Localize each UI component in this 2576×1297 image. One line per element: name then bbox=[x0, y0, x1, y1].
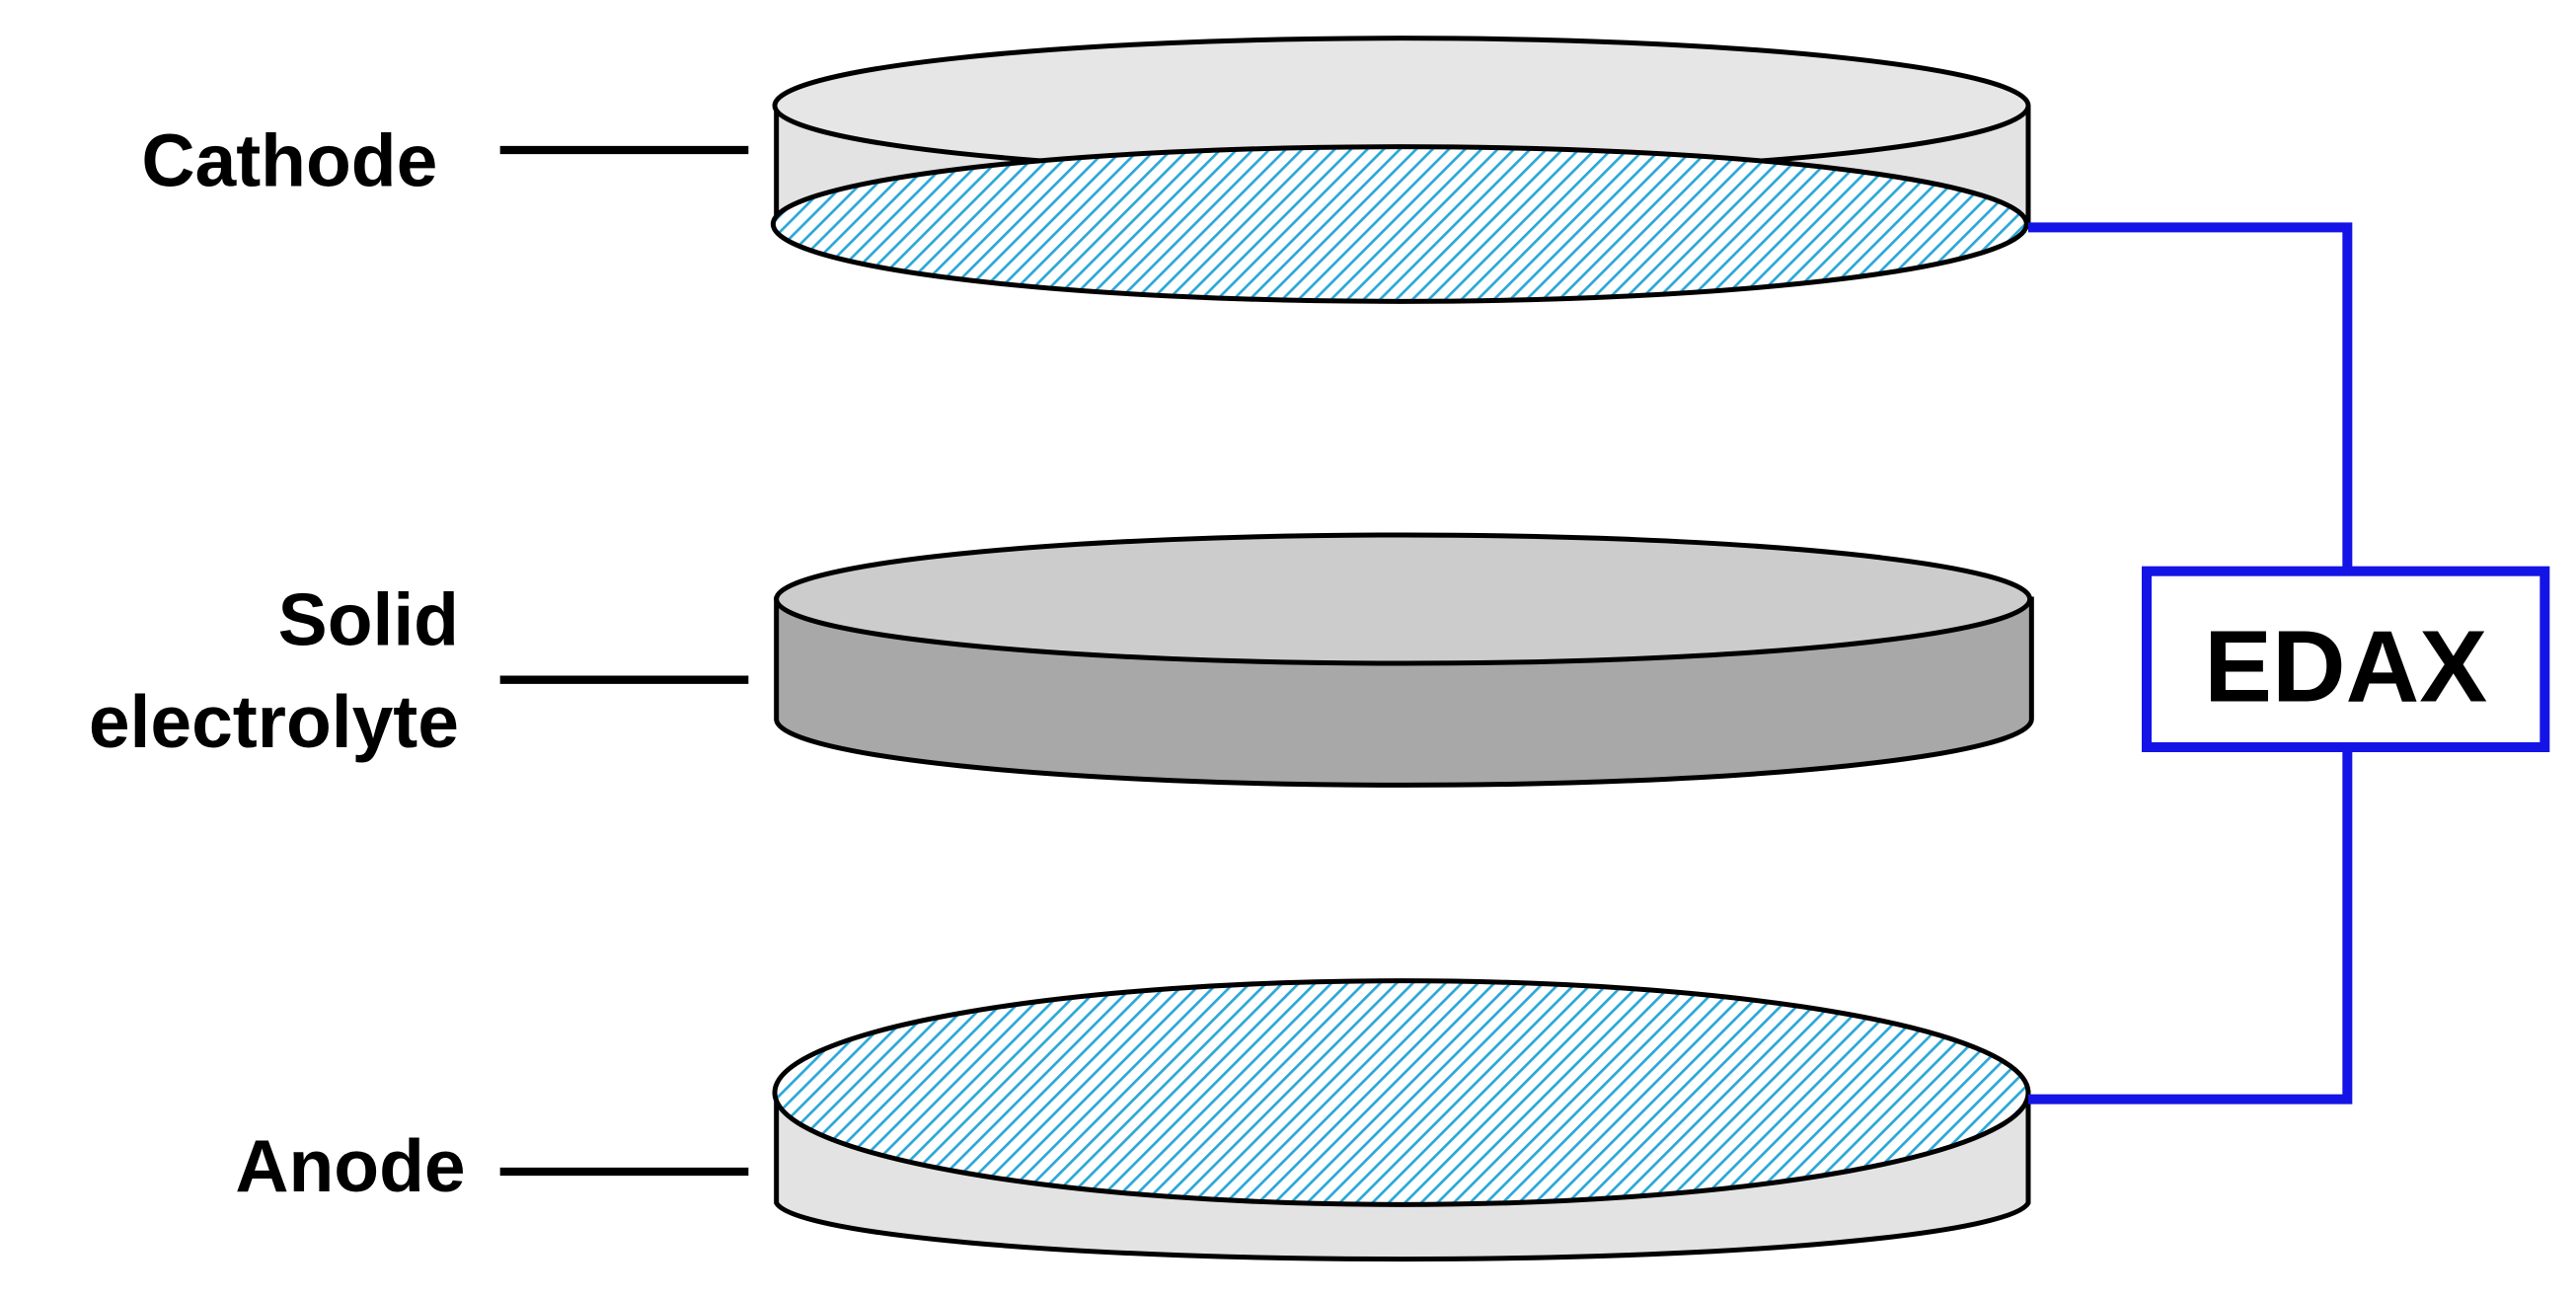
anode-disk bbox=[772, 978, 2031, 1262]
solid-electrolyte-label-line1: Solid bbox=[278, 578, 459, 661]
electrolyte-disk bbox=[774, 532, 2034, 788]
solid-electrolyte-label-line2: electrolyte bbox=[89, 680, 459, 763]
anode-hatched-surface bbox=[772, 978, 2031, 1207]
edax-wire-top bbox=[2028, 222, 2353, 572]
cathode-disk bbox=[770, 36, 2031, 304]
anode-label: Anode bbox=[235, 1124, 465, 1207]
edax-wire-bottom bbox=[2028, 748, 2353, 1105]
electrolyte-disk-top bbox=[774, 532, 2033, 666]
edax-box bbox=[2142, 566, 2550, 752]
cathode-hatched-surface bbox=[770, 144, 2029, 304]
edax-label: EDAX bbox=[2204, 608, 2487, 723]
cathode-label: Cathode bbox=[141, 119, 437, 202]
